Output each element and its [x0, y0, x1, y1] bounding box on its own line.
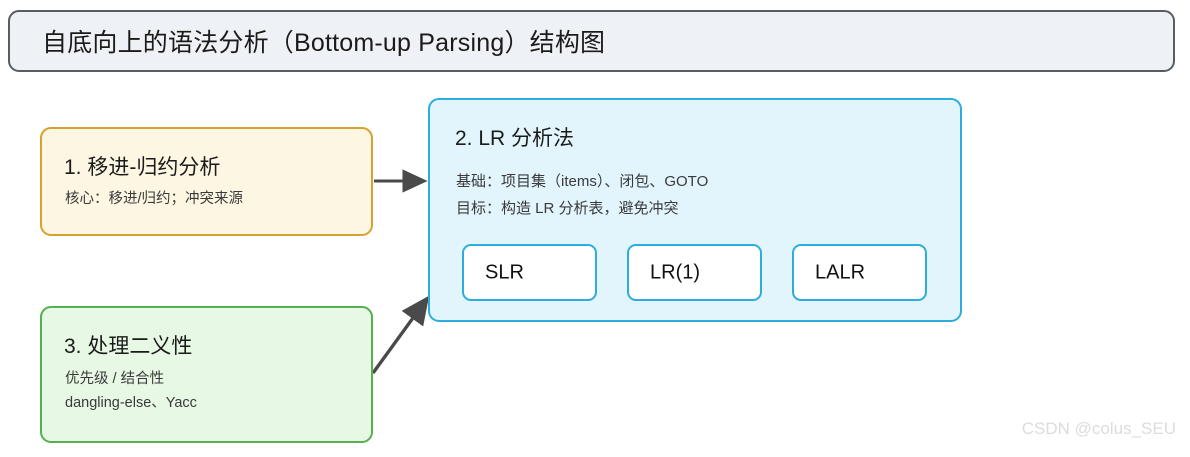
node-ambiguity-handling[interactable]: 3. 处理二义性 优先级 / 结合性 dangling-else、Yacc: [40, 306, 373, 443]
node-shift-reduce-line-1: 核心：移进/归约；冲突来源: [65, 191, 244, 207]
node-lr-title: 2. LR 分析法: [455, 127, 575, 150]
node-ambiguity-title: 3. 处理二义性: [64, 335, 193, 358]
diagram-title-bar: 自底向上的语法分析（Bottom-up Parsing）结构图: [8, 10, 1175, 72]
node-ambiguity-line-1: 优先级 / 结合性: [65, 371, 165, 387]
arrow-ambiguity-to-lr: [371, 295, 430, 374]
node-shift-reduce-analysis[interactable]: 1. 移进-归约分析 核心：移进/归约；冲突来源: [40, 127, 373, 236]
sub-node-lalr[interactable]: LALR: [792, 244, 927, 301]
node-lr-line-1: 基础：项目集（items）、闭包、GOTO: [456, 173, 709, 190]
sub-node-slr-label: SLR: [485, 261, 524, 283]
node-lr-line-2: 目标：构造 LR 分析表，避免冲突: [456, 200, 679, 217]
sub-node-lalr-label: LALR: [815, 261, 866, 283]
node-shift-reduce-title: 1. 移进-归约分析: [64, 156, 221, 179]
sub-node-lr1-label: LR(1): [650, 261, 701, 283]
node-lr-parsing[interactable]: 2. LR 分析法 基础：项目集（items）、闭包、GOTO 目标：构造 LR…: [428, 98, 962, 322]
page-title: 自底向上的语法分析（Bottom-up Parsing）结构图: [42, 29, 606, 57]
sub-node-slr[interactable]: SLR: [462, 244, 597, 301]
node-ambiguity-line-2: dangling-else、Yacc: [65, 395, 197, 411]
watermark: CSDN @colus_SEU: [1021, 419, 1176, 438]
sub-node-lr1[interactable]: LR(1): [627, 244, 762, 301]
